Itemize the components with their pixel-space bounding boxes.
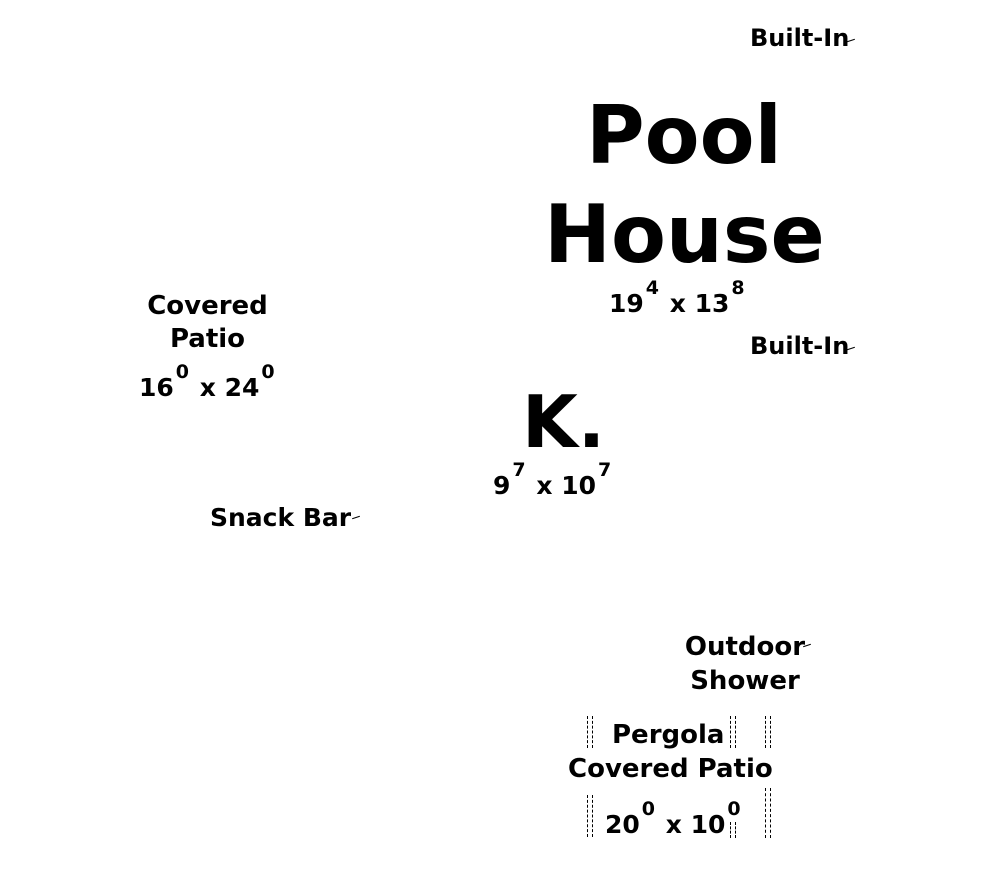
dim-a: 16: [139, 373, 174, 402]
outdoor-shower-line1: Outdoor: [684, 632, 806, 662]
kitchen-label: K.: [522, 380, 606, 464]
built-in-top-label: Built-In: [750, 24, 850, 52]
dim-b: 13: [694, 289, 730, 318]
pergola-covered-patio-label: Covered Patio: [568, 754, 773, 784]
covered-patio-line2: Patio: [169, 324, 246, 354]
pergola-dimensions: 200 x 100: [605, 800, 743, 839]
dim-b-sup: 7: [598, 459, 612, 481]
dim-a-sup: 0: [175, 361, 190, 383]
pool-house-title-line2: House: [544, 188, 825, 281]
pergola-post-line: [730, 716, 731, 748]
pergola-post-line: [765, 788, 766, 838]
dim-b: 24: [224, 373, 260, 402]
pergola-post-line: [765, 716, 766, 748]
pergola-post-line: [587, 795, 588, 837]
dim-x: x: [199, 373, 216, 402]
covered-patio-dimensions: 160 x 240: [139, 363, 277, 402]
pergola-post-line: [735, 822, 736, 838]
pergola-post-line: [730, 822, 731, 838]
dim-b: 10: [690, 810, 726, 839]
dim-x: x: [669, 289, 686, 318]
dim-x: x: [536, 471, 553, 500]
pergola-post-line: [770, 788, 771, 838]
dim-a-sup: 0: [641, 798, 656, 820]
covered-patio-line1: Covered: [147, 291, 268, 321]
dim-a: 19: [609, 289, 644, 318]
snack-bar-label: Snack Bar: [210, 503, 352, 532]
leader-mark: [352, 515, 360, 520]
outdoor-shower-line2: Shower: [690, 666, 800, 696]
dim-b-sup: 0: [261, 361, 275, 383]
pergola-post-line: [770, 716, 771, 748]
pool-house-title-line1: Pool: [586, 89, 782, 182]
dim-b: 10: [561, 471, 597, 500]
built-in-mid-label: Built-In: [750, 332, 850, 360]
pool-house-dimensions: 194 x 138: [609, 279, 747, 318]
pergola-post-line: [587, 716, 588, 748]
dim-a: 9: [493, 471, 511, 500]
kitchen-dimensions: 97 x 107: [493, 461, 613, 500]
pergola-post-line: [592, 716, 593, 748]
dim-b-sup: 0: [727, 798, 741, 820]
dim-a-sup: 7: [512, 459, 526, 481]
pergola-post-line: [735, 716, 736, 748]
dim-a: 20: [605, 810, 640, 839]
dim-a-sup: 4: [645, 277, 660, 299]
dim-b-sup: 8: [731, 277, 745, 299]
pergola-post-line: [592, 795, 593, 837]
dim-x: x: [665, 810, 682, 839]
pergola-label: Pergola: [612, 720, 725, 750]
